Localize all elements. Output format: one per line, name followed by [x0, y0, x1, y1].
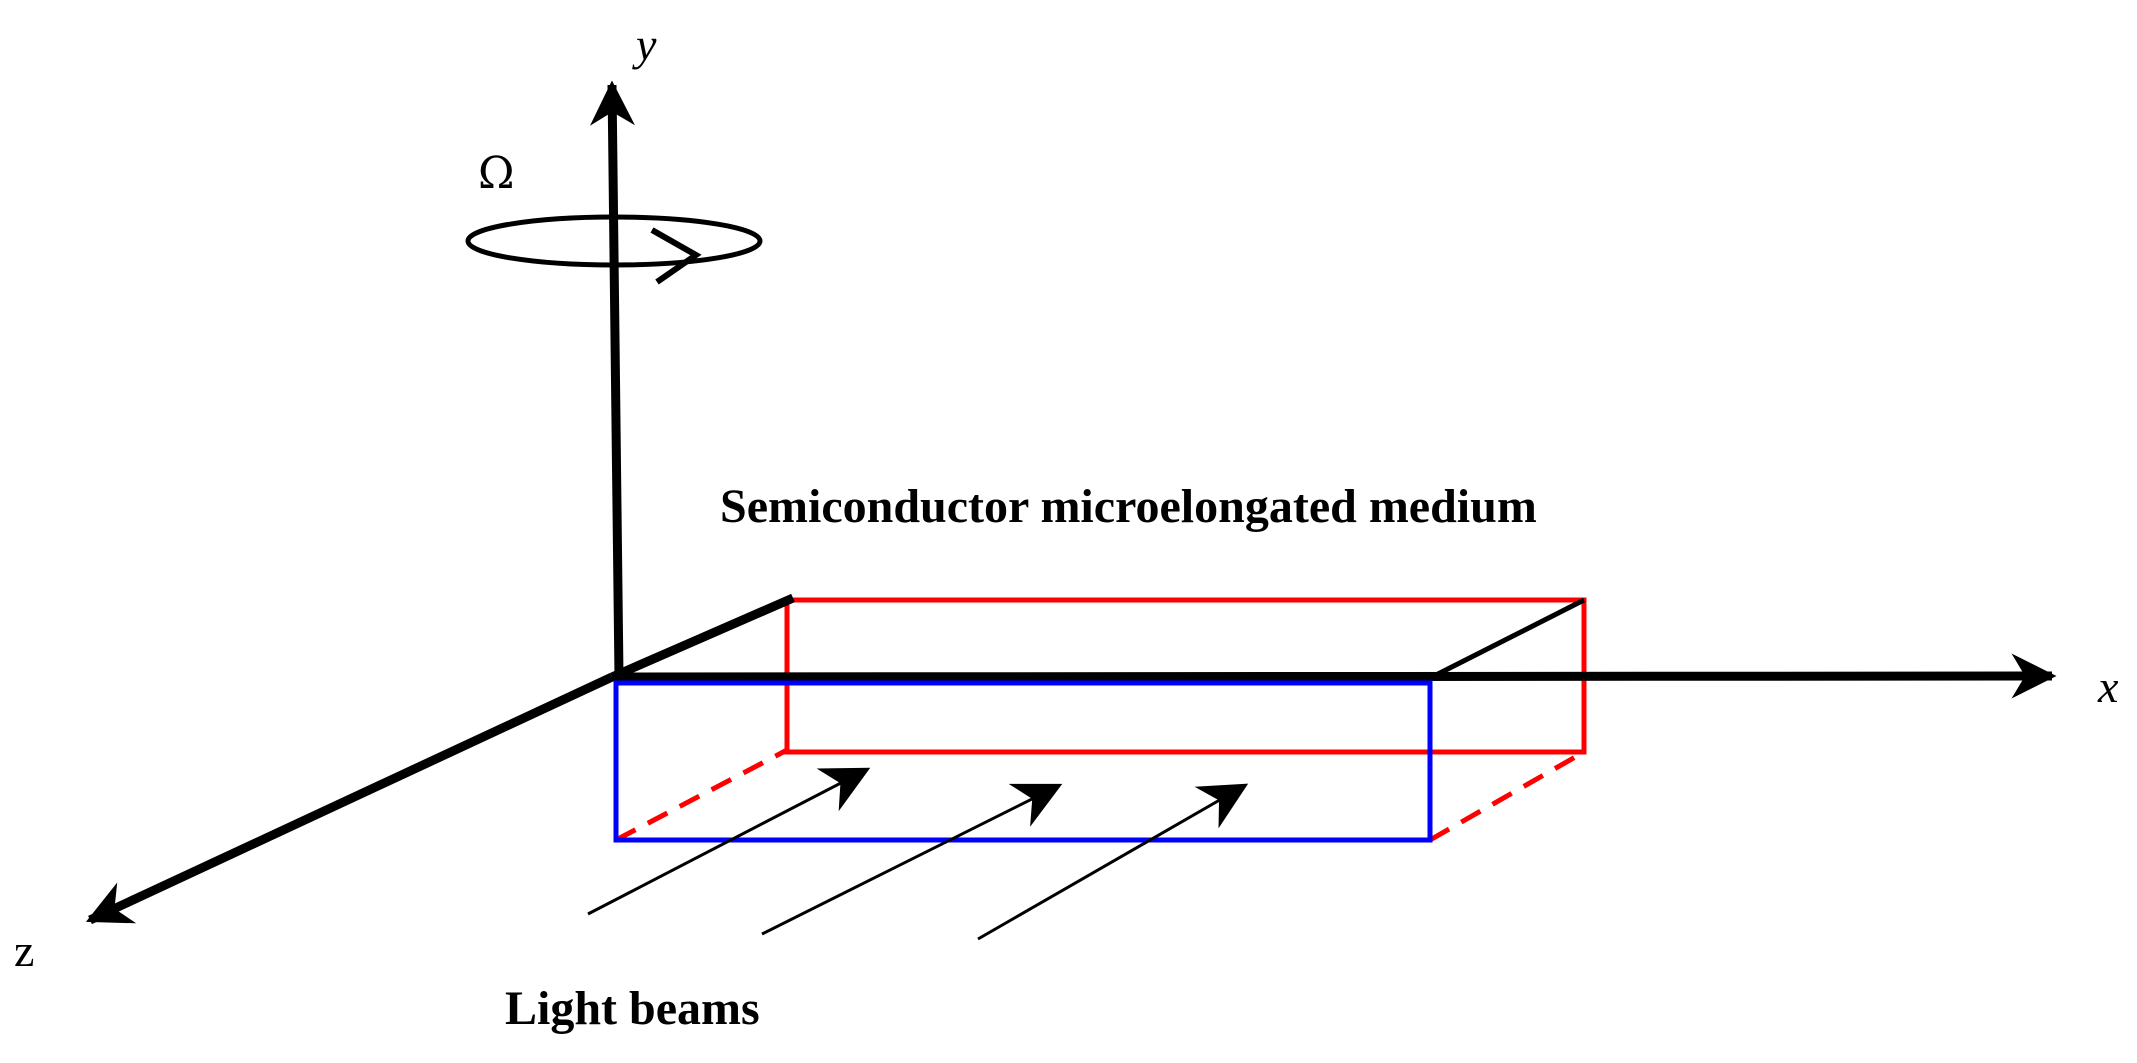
z-axis-label: z	[14, 925, 34, 976]
light-beam-3	[977, 783, 1249, 941]
light-beam-2	[761, 783, 1063, 936]
rotation-label: Ω	[478, 148, 514, 199]
light-beams-label: Light beams	[505, 982, 760, 1035]
z-axis	[85, 672, 614, 925]
medium-left-depth-edge	[614, 747, 789, 843]
z-axis-back-segment	[610, 593, 795, 682]
x-axis	[611, 653, 2057, 699]
light-beam-1	[587, 767, 871, 916]
x-axis-label: x	[2097, 661, 2119, 712]
medium-front-face	[613, 680, 1433, 843]
rotation-ellipse	[465, 214, 763, 268]
rotation-arrowhead	[650, 227, 702, 285]
medium-right-depth-edge	[1428, 749, 1586, 843]
y-axis	[589, 80, 635, 678]
medium-top-right-edge	[1432, 597, 1586, 679]
medium-label: Semiconductor microelongated medium	[720, 480, 1537, 533]
y-axis-label: y	[632, 19, 657, 70]
